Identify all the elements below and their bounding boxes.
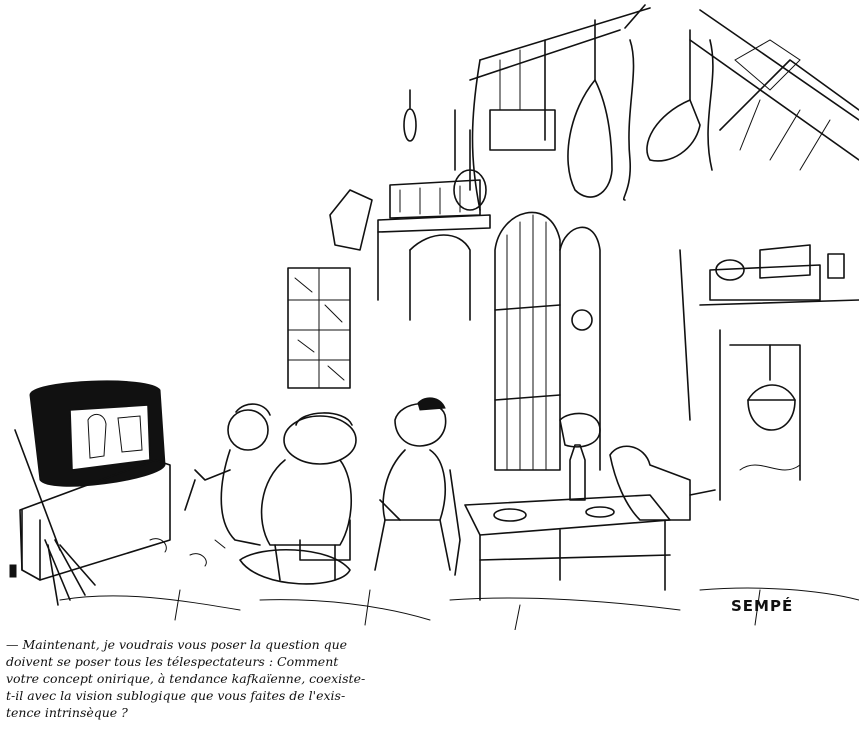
chimney-hood [389, 59, 481, 219]
interviewee [260, 412, 357, 581]
fireplace [679, 244, 859, 501]
open-wooden-door [494, 211, 601, 471]
hanging-hams [403, 19, 714, 201]
kitchen-shelf [329, 169, 491, 321]
ceiling-beams [469, 4, 859, 171]
caption-line: t-il avec la vision sublogique que vous … [6, 688, 346, 703]
artist-signature: SEMPÉ [731, 596, 793, 615]
flagstone-floor [59, 538, 859, 630]
seated-man [374, 397, 461, 576]
television-set [9, 380, 171, 606]
caption-line: votre concept onirique, à tendance kafka… [6, 671, 366, 686]
cartoon-caption: — Maintenant, je voudrais vous poser la … [6, 636, 426, 721]
cartoon-illustration: SEMPÉ [9, 4, 859, 630]
dogs [239, 412, 716, 585]
caption-line: — Maintenant, je voudrais vous poser la … [6, 637, 348, 652]
tv-presenter [184, 403, 271, 546]
kitchen-window [287, 267, 351, 389]
caption-line: doivent se poser tous les télespectateur… [6, 654, 339, 669]
caption-line: tence intrinsèque ? [6, 705, 128, 720]
